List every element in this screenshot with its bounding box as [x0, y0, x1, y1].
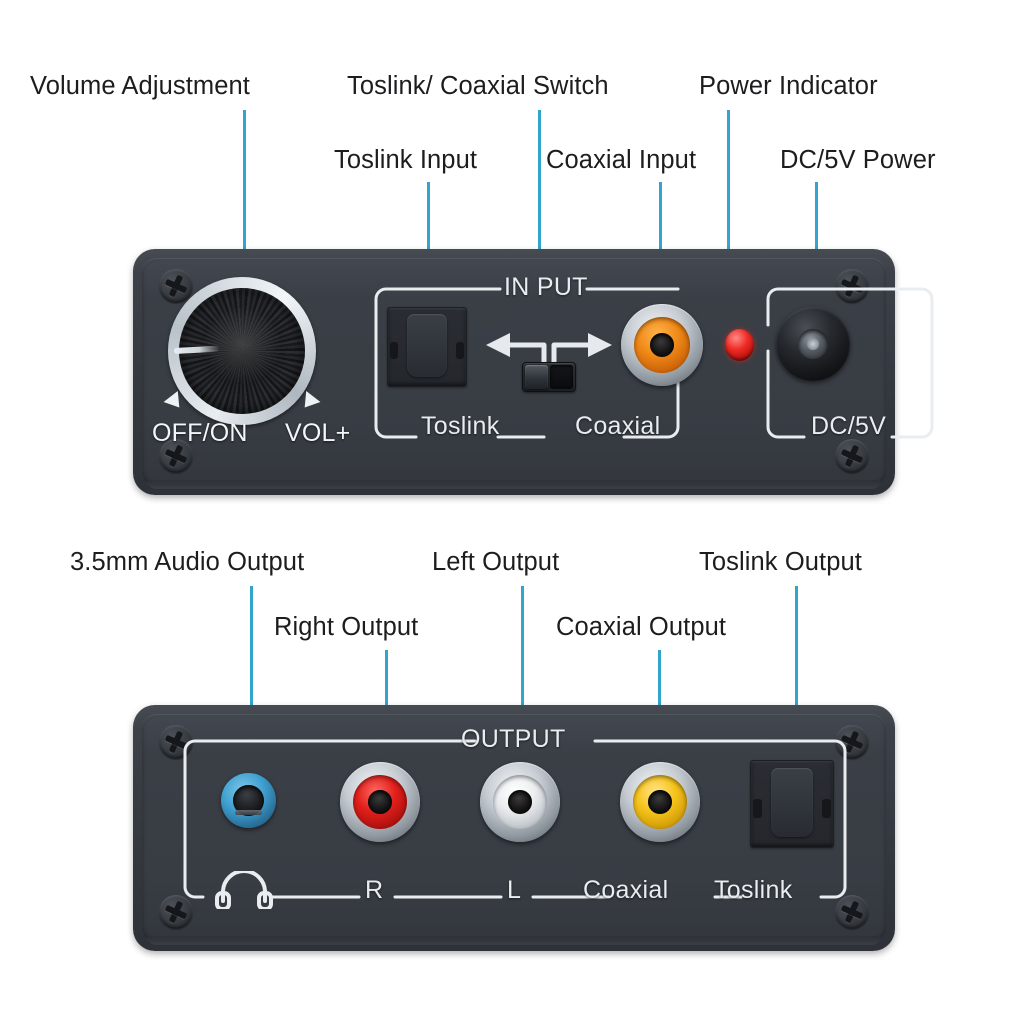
rear-panel-lip — [147, 936, 881, 945]
screw-rear-bottom-left — [159, 895, 193, 929]
leader-toslink-coaxial-switch — [538, 110, 541, 360]
rca-coaxial-output[interactable] — [620, 762, 700, 842]
front-panel-lip — [147, 480, 881, 489]
toslink-output-shutter — [770, 767, 814, 837]
rca-left-hole — [508, 790, 532, 814]
rca-right-output[interactable] — [340, 762, 420, 842]
silk-label-input: IN PUT — [504, 273, 588, 301]
knob-label-off-on: OFF/ON — [152, 419, 248, 447]
headphone-jack[interactable] — [221, 773, 276, 828]
callout-toslink-input: Toslink Input — [334, 146, 478, 174]
silk-label-left-output: L — [507, 876, 522, 904]
screw-bottom-left — [159, 439, 193, 473]
volume-knob[interactable] — [163, 277, 321, 425]
rca-coaxial-hole — [648, 790, 672, 814]
leader-power-indicator — [727, 110, 730, 342]
device-rear-panel: OUTPUT R L Coaxial Toslink — [133, 705, 895, 951]
callout-power-indicator: Power Indicator — [699, 72, 878, 100]
toslink-input-notch-left — [389, 342, 399, 360]
rca-left-output[interactable] — [480, 762, 560, 842]
toslink-input-shutter — [406, 314, 448, 377]
leader-3-5mm-audio-output — [250, 586, 253, 794]
callout-dc-power: DC/5V Power — [780, 146, 936, 174]
switch-slot — [550, 365, 573, 389]
toslink-input-port[interactable] — [387, 307, 467, 387]
callout-coaxial-output: Coaxial Output — [556, 613, 727, 641]
silk-label-output: OUTPUT — [461, 725, 566, 753]
screw-top-right — [835, 269, 869, 303]
screw-top-left — [159, 269, 193, 303]
leader-toslink-output — [795, 586, 798, 796]
silk-label-coaxial-output: Coaxial — [583, 876, 669, 904]
coaxial-input-jack[interactable] — [621, 304, 703, 386]
callout-toslink-coaxial-switch: Toslink/ Coaxial Switch — [347, 72, 609, 100]
device-front-panel: OFF/ON VOL+ IN PUT Toslink Coaxial — [133, 249, 934, 495]
callout-3-5mm-audio-output: 3.5mm Audio Output — [70, 548, 305, 576]
screw-rear-top-left — [159, 725, 193, 759]
toslink-output-notch-right — [822, 798, 832, 818]
silk-label-dc-5v: DC/5V — [811, 412, 887, 440]
switch-lever — [525, 365, 548, 389]
callout-toslink-output: Toslink Output — [699, 548, 862, 576]
toslink-coaxial-switch[interactable] — [522, 362, 576, 392]
screw-rear-top-right — [835, 725, 869, 759]
screw-rear-bottom-right — [835, 895, 869, 929]
switch-direction-arrows-icon — [482, 325, 616, 368]
callout-volume-adjustment: Volume Adjustment — [30, 72, 250, 100]
toslink-input-notch-right — [455, 342, 465, 360]
coaxial-input-hole — [649, 332, 675, 358]
silk-label-toslink-output: Toslink — [714, 876, 793, 904]
silk-label-coaxial-input: Coaxial — [575, 412, 661, 440]
callout-left-output: Left Output — [432, 548, 560, 576]
callout-right-output: Right Output — [274, 613, 419, 641]
screw-bottom-right — [835, 439, 869, 473]
leader-left-output — [521, 586, 524, 797]
silk-label-toslink-input: Toslink — [421, 412, 500, 440]
rca-right-hole — [368, 790, 392, 814]
toslink-output-port[interactable] — [750, 760, 834, 848]
leader-volume-adjustment — [243, 110, 246, 312]
dc-power-jack[interactable] — [776, 307, 850, 381]
headphone-icon — [215, 869, 273, 911]
callout-coaxial-input: Coaxial Input — [546, 146, 697, 174]
silk-label-right-output: R — [365, 876, 384, 904]
power-led — [725, 329, 754, 361]
dc-jack-pin — [807, 338, 819, 350]
headphone-jack-contact — [235, 810, 262, 815]
knob-label-vol-plus: VOL+ — [285, 419, 351, 447]
toslink-output-notch-left — [752, 798, 762, 818]
